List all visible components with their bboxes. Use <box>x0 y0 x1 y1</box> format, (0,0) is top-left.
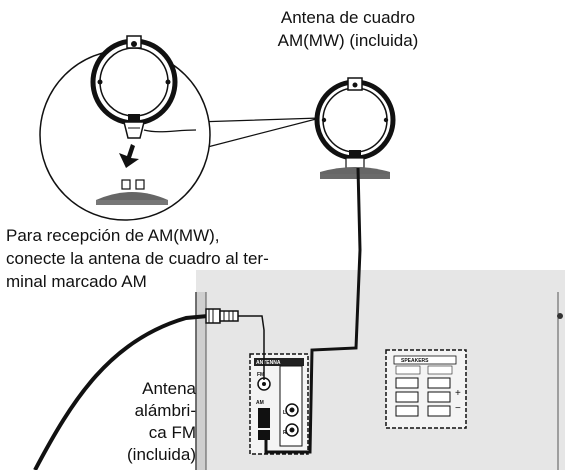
am-antenna-label-line1: Antena de cuadro <box>280 8 416 27</box>
instruction-line2: conecte la antena de cuadro al ter- <box>6 249 269 268</box>
am-antenna-wire <box>264 167 362 454</box>
fm-antenna-label-line2: alámbri- <box>134 401 196 420</box>
fm-antenna-wire <box>33 314 209 470</box>
fm-connector-plug <box>205 308 239 324</box>
am-antenna-label: Antena de cuadro AM(MW) (incluida) <box>248 6 448 52</box>
speakers-label: SPEAKERS <box>401 358 429 364</box>
fm-antenna-label-line3: ca FM <box>148 423 196 442</box>
instruction-line1: Para recepción de AM(MW), <box>6 226 220 245</box>
fm-antenna-label-line4: (incluida) <box>127 445 196 464</box>
instruction-text: Para recepción de AM(MW), conecte la ant… <box>6 224 269 293</box>
minus-label: − <box>455 403 461 414</box>
fm-antenna-label-line1: Antena <box>142 379 196 398</box>
jack-l-label: L <box>283 410 286 416</box>
loop-antenna-closeup <box>90 35 197 139</box>
antenna-terminal-block: ANTENNA FM AM L R <box>249 353 309 455</box>
plus-label: + <box>455 388 461 399</box>
fm-antenna-label: Antena alámbri- ca FM (incluida) <box>76 378 196 466</box>
fm-lead-wire <box>238 315 265 380</box>
instruction-line3: minal marcado AM <box>6 272 147 291</box>
antenna-label: ANTENNA <box>256 360 281 366</box>
antenna-base-closeup <box>96 179 168 205</box>
am-loop-antenna <box>314 77 396 179</box>
jack-r-label: R <box>283 430 287 436</box>
am-antenna-label-line2: AM(MW) (incluida) <box>277 31 419 50</box>
down-arrow-icon <box>119 144 139 168</box>
am-terminal <box>258 408 270 428</box>
speakers-terminal-block: SPEAKERS + − <box>385 349 467 429</box>
magnified-callout <box>39 35 321 221</box>
fm-terminal-label: FM <box>257 372 264 378</box>
am-terminal-label: AM <box>256 400 264 406</box>
